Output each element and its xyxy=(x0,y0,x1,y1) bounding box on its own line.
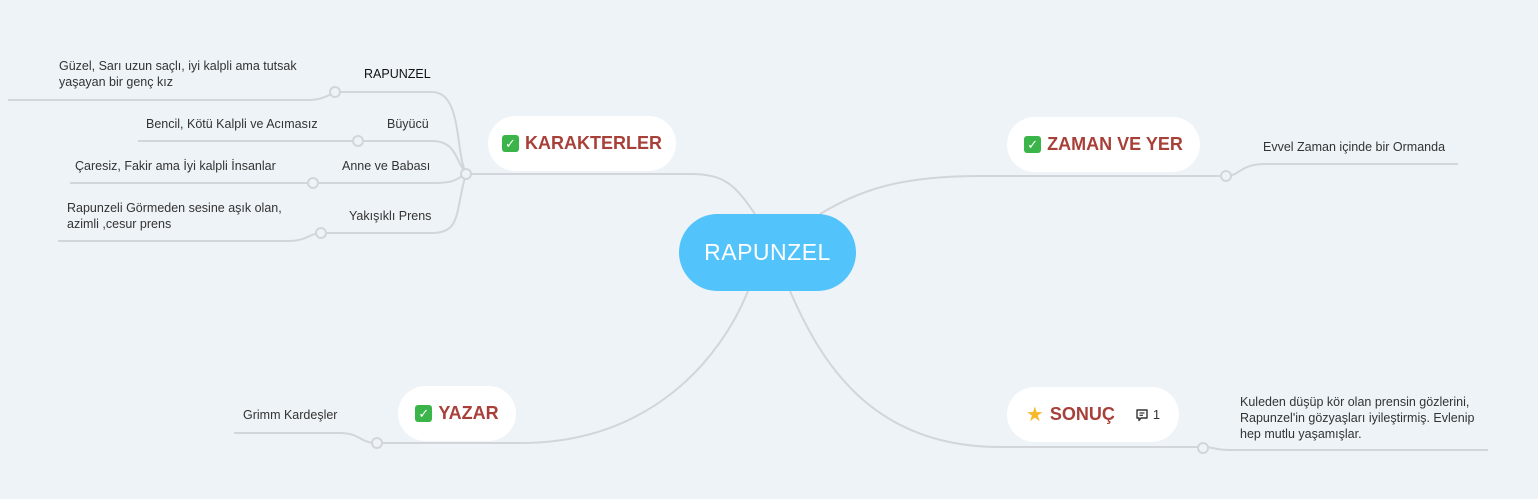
subtopic-yakisikli-prens[interactable]: Yakışıklı Prens xyxy=(349,209,432,223)
subtopic-buyucu[interactable]: Büyücü xyxy=(387,117,429,131)
central-topic[interactable]: RAPUNZEL xyxy=(679,214,856,291)
branch-label: KARAKTERLER xyxy=(525,133,662,153)
detail-line: Rapunzel'in gözyaşları iyileştirmiş. Evl… xyxy=(1240,411,1475,425)
detail-line: Kuleden düşüp kör olan prensin gözlerini… xyxy=(1240,395,1470,409)
detail-line: yaşayan bir genç kız xyxy=(59,75,173,89)
detail-buyucu[interactable]: Bencil, Kötü Kalpli ve Acımasız xyxy=(146,117,318,131)
check-box-icon: ✓ xyxy=(502,135,519,152)
detail-line: azimli ,cesur prens xyxy=(67,217,172,231)
subtopic-anne-babasi[interactable]: Anne ve Babası xyxy=(342,159,431,173)
comment-indicator[interactable]: 1 xyxy=(1135,407,1160,422)
detail-anne-babasi[interactable]: Çaresiz, Fakir ama İyi kalpli İnsanlar xyxy=(75,159,276,173)
detail-yazar[interactable]: Grimm Kardeşler xyxy=(243,408,338,422)
branch-label: ZAMAN VE YER xyxy=(1047,134,1183,154)
branch-yazar[interactable]: ✓ YAZAR xyxy=(398,386,516,441)
detail-line: Güzel, Sarı uzun saçlı, iyi kalpli ama t… xyxy=(59,59,297,73)
detail-zaman-ve-yer[interactable]: Evvel Zaman içinde bir Ormanda xyxy=(1263,140,1446,154)
comment-icon xyxy=(1136,408,1148,421)
central-topic-label: RAPUNZEL xyxy=(704,239,831,265)
star-icon: ★ xyxy=(1025,403,1044,426)
detail-rapunzel[interactable]: Güzel, Sarı uzun saçlı, iyi kalpli ama t… xyxy=(59,58,297,90)
branch-sonuc[interactable]: ★ SONUÇ 1 xyxy=(1007,387,1179,442)
branch-label: SONUÇ xyxy=(1049,404,1115,424)
comment-count: 1 xyxy=(1152,407,1161,422)
check-box-icon: ✓ xyxy=(415,405,433,422)
detail-yakisikli-prens[interactable]: Rapunzeli Görmeden sesine aşık olan, azi… xyxy=(67,200,282,232)
detail-line: hep mutlu yaşamışlar. xyxy=(1240,427,1362,441)
detail-line: Rapunzeli Görmeden sesine aşık olan, xyxy=(67,201,282,215)
branch-label: YAZAR xyxy=(438,403,499,423)
subtopic-rapunzel[interactable]: RAPUNZEL xyxy=(364,67,431,81)
check-box-icon: ✓ xyxy=(1024,136,1042,153)
branch-zaman-ve-yer[interactable]: ✓ ZAMAN VE YER xyxy=(1007,117,1200,172)
branch-karakterler[interactable]: ✓ KARAKTERLER xyxy=(488,116,676,171)
detail-sonuc[interactable]: Kuleden düşüp kör olan prensin gözlerini… xyxy=(1240,394,1474,442)
